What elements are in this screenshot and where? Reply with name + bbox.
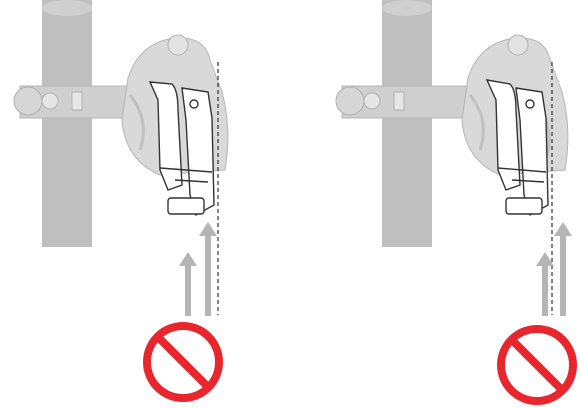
derailleur-diagram-right xyxy=(335,0,577,405)
clamp-band xyxy=(335,85,473,119)
derailleur-diagram-left xyxy=(13,0,229,402)
chain-guide-cage xyxy=(148,81,215,217)
seat-tube xyxy=(42,0,92,247)
diagram-panel-left xyxy=(0,0,290,408)
direction-arrows xyxy=(179,222,217,316)
clamp-band xyxy=(13,85,133,119)
direction-arrows xyxy=(536,222,572,316)
seat-tube xyxy=(382,0,432,247)
chain-guide-cage xyxy=(485,79,549,217)
diagram-panel-right xyxy=(290,0,580,408)
prohibited-icon xyxy=(143,322,223,402)
prohibited-icon xyxy=(497,325,577,405)
